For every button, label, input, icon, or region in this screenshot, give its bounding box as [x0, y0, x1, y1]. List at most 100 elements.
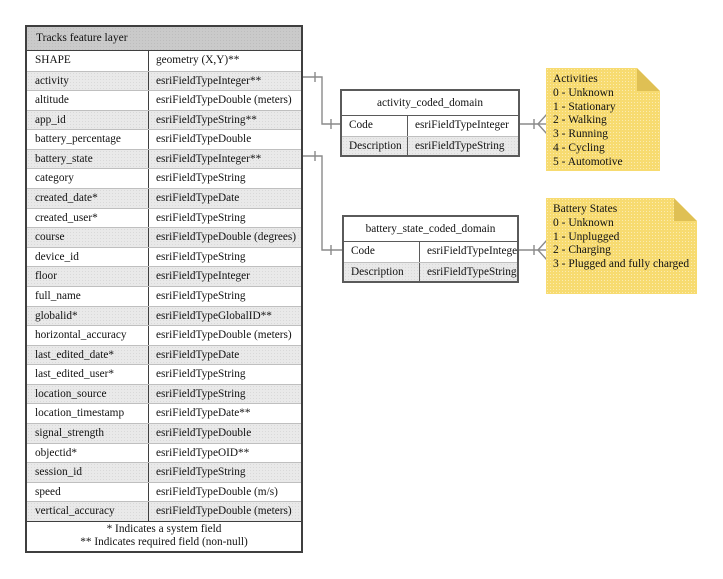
field-row: activity esriFieldTypeInteger**: [27, 70, 301, 91]
note-title: Activities: [553, 73, 598, 85]
activity-relationship-line: [302, 72, 341, 129]
note-title: Battery States: [553, 203, 618, 215]
field-type: esriFieldTypeInteger**: [148, 71, 301, 91]
field-rows: SHAPE geometry (X,Y)** activity esriFiel…: [27, 51, 301, 521]
folded-corner-icon: [674, 198, 697, 221]
domain-field-type: esriFieldTypeInteger: [407, 116, 518, 136]
domain-field-type: esriFieldTypeString: [419, 262, 517, 281]
field-row: battery_percentage esriFieldTypeDouble: [27, 129, 301, 149]
folded-corner-icon: [637, 68, 660, 91]
field-type: esriFieldTypeString: [148, 286, 301, 306]
field-type: esriFieldTypeString: [148, 384, 301, 404]
field-type: esriFieldTypeDouble (m/s): [148, 482, 301, 502]
field-row: battery_state esriFieldTypeInteger**: [27, 148, 301, 169]
field-row: full_name esriFieldTypeString: [27, 285, 301, 306]
field-type: esriFieldTypeDouble (degrees): [148, 228, 301, 247]
field-row: device_id esriFieldTypeString: [27, 246, 301, 267]
field-row: app_id esriFieldTypeString**: [27, 109, 301, 130]
field-type: esriFieldTypeDouble (meters): [148, 326, 301, 345]
field-name: course: [35, 231, 65, 244]
field-row: location_timestamp esriFieldTypeDate**: [27, 403, 301, 423]
field-name: vertical_accuracy: [35, 505, 115, 518]
field-name: last_edited_date*: [35, 348, 115, 361]
domain-field-name: Description: [349, 139, 402, 152]
field-name: created_date*: [35, 192, 98, 205]
field-row: location_source esriFieldTypeString: [27, 383, 301, 404]
field-type: esriFieldTypeString: [148, 463, 301, 482]
field-name: signal_strength: [35, 426, 105, 439]
footnote: ** Indicates required field (non-null): [80, 535, 248, 548]
domain-row: Code esriFieldTypeInteger: [344, 242, 517, 262]
field-name: location_timestamp: [35, 407, 125, 420]
field-row: horizontal_accuracy esriFieldTypeDouble …: [27, 325, 301, 345]
field-type: esriFieldTypeGlobalID**: [148, 306, 301, 326]
field-row: course esriFieldTypeDouble (degrees): [27, 227, 301, 247]
field-type: esriFieldTypeDate: [148, 345, 301, 365]
activity-crowsfoot-icon: [519, 113, 548, 135]
field-name: SHAPE: [35, 54, 71, 66]
field-name: battery_state: [35, 152, 93, 165]
footnote: * Indicates a system field: [106, 522, 222, 535]
field-row: created_user* esriFieldTypeString: [27, 207, 301, 228]
note-line: 1 - Stationary: [553, 100, 616, 113]
table-title: Tracks feature layer: [27, 27, 301, 51]
note-line: 0 - Unknown: [553, 86, 614, 99]
field-row: signal_strength esriFieldTypeDouble: [27, 422, 301, 443]
field-row: altitude esriFieldTypeDouble (meters): [27, 90, 301, 110]
domain-row: Description esriFieldTypeString: [342, 135, 518, 155]
field-name: altitude: [35, 94, 69, 107]
field-type: esriFieldTypeDouble (meters): [148, 502, 301, 521]
field-row: speed esriFieldTypeDouble (m/s): [27, 481, 301, 502]
domain-row: Code esriFieldTypeInteger: [342, 116, 518, 136]
field-name: location_source: [35, 387, 107, 400]
note-line: 0 - Unknown: [553, 216, 614, 229]
domain-table-title: battery_state_coded_domain: [344, 217, 517, 242]
field-row: category esriFieldTypeString: [27, 168, 301, 189]
note-line: 3 - Plugged and fully charged: [553, 258, 690, 271]
field-name: full_name: [35, 289, 81, 302]
field-row: created_date* esriFieldTypeDate: [27, 188, 301, 208]
field-type: esriFieldTypeDate: [148, 189, 301, 208]
domain-field-type: esriFieldTypeString: [407, 136, 518, 155]
field-type: esriFieldTypeDate**: [148, 404, 301, 423]
domain-field-name: Code: [351, 245, 375, 257]
field-name: session_id: [35, 466, 83, 479]
field-type: esriFieldTypeOID**: [148, 443, 301, 463]
field-row: last_edited_user* esriFieldTypeString: [27, 364, 301, 384]
field-type: esriFieldTypeInteger**: [148, 149, 301, 169]
field-name: app_id: [35, 113, 66, 126]
tracks-feature-layer-table: Tracks feature layer SHAPE geometry (X,Y…: [25, 25, 303, 553]
field-type: esriFieldTypeString: [148, 169, 301, 189]
note-lines: 0 - Unknown 1 - Stationary 2 - Walking 3…: [553, 87, 656, 170]
domain-field-name: Description: [351, 265, 404, 278]
activities-note: Activities 0 - Unknown 1 - Stationary 2 …: [546, 68, 660, 171]
field-name: floor: [35, 270, 57, 283]
field-name: globalid*: [35, 309, 78, 322]
note-line: 2 - Charging: [553, 244, 611, 257]
note-lines: 0 - Unknown 1 - Unplugged 2 - Charging 3…: [553, 217, 693, 272]
field-row: objectid* esriFieldTypeOID**: [27, 442, 301, 463]
field-type: esriFieldTypeString: [148, 208, 301, 228]
field-name: horizontal_accuracy: [35, 329, 127, 342]
note-line: 5 - Automotive: [553, 155, 623, 168]
field-row: vertical_accuracy esriFieldTypeDouble (m…: [27, 501, 301, 521]
battery-states-note: Battery States 0 - Unknown 1 - Unplugged…: [546, 198, 697, 294]
field-name: speed: [35, 485, 61, 498]
field-row: floor esriFieldTypeInteger: [27, 266, 301, 286]
field-type: esriFieldTypeDouble: [148, 130, 301, 149]
field-name: device_id: [35, 250, 79, 263]
domain-rows: Code esriFieldTypeInteger Description es…: [344, 242, 517, 281]
field-row: session_id esriFieldTypeString: [27, 462, 301, 482]
battery-crowsfoot-icon: [518, 239, 548, 261]
activity-coded-domain-table: activity_coded_domain Code esriFieldType…: [340, 89, 520, 157]
field-name: activity: [35, 74, 69, 87]
domain-row: Description esriFieldTypeString: [344, 261, 517, 281]
domain-rows: Code esriFieldTypeInteger Description es…: [342, 116, 518, 155]
field-row: globalid* esriFieldTypeGlobalID**: [27, 305, 301, 326]
field-type: esriFieldTypeDouble (meters): [148, 91, 301, 110]
note-line: 2 - Walking: [553, 114, 607, 127]
field-name: objectid*: [35, 446, 78, 459]
battery-state-coded-domain-table: battery_state_coded_domain Code esriFiel…: [342, 215, 519, 283]
field-name: category: [35, 172, 74, 185]
